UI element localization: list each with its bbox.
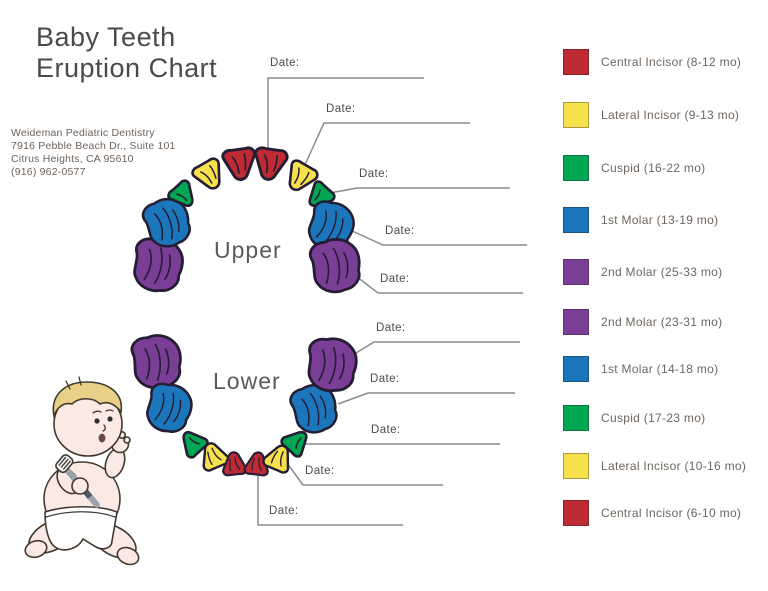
legend-item-lower-second-molar: 2nd Molar (23-31 mo) bbox=[563, 308, 722, 336]
legend-item-upper-second-molar: 2nd Molar (25-33 mo) bbox=[563, 258, 722, 286]
tooth-upper-right-central-incisor bbox=[250, 145, 290, 184]
date-line-lower-lateral-incisor bbox=[286, 462, 443, 486]
page-title: Baby Teeth Eruption Chart bbox=[36, 22, 217, 84]
legend-item-lower-first-molar: 1st Molar (14-18 mo) bbox=[563, 355, 718, 383]
baby-diaper bbox=[44, 506, 118, 551]
date-line-lower-first-molar bbox=[337, 392, 515, 405]
legend-swatch bbox=[563, 405, 589, 431]
date-line-lower-second-molar bbox=[347, 341, 520, 359]
title-line-2: Eruption Chart bbox=[36, 53, 218, 83]
date-line-upper-central-incisor bbox=[267, 77, 424, 150]
date-field-lower-cuspid: Date: bbox=[371, 424, 401, 436]
legend-swatch bbox=[563, 155, 589, 181]
legend-swatch bbox=[563, 356, 589, 382]
baby-gripping-hand bbox=[71, 477, 89, 495]
legend-label: 2nd Molar (23-31 mo) bbox=[601, 315, 723, 329]
clinic-city: Citrus Heights, CA 95610 bbox=[11, 153, 134, 165]
tooth-upper-left-lateral-incisor bbox=[189, 155, 231, 196]
lower-arch bbox=[129, 332, 360, 477]
legend-label: Central Incisor (6-10 mo) bbox=[601, 506, 742, 520]
legend-swatch bbox=[563, 207, 589, 233]
legend-label: Lateral Incisor (9-13 mo) bbox=[601, 108, 740, 122]
legend-item-lower-lateral-incisor: Lateral Incisor (10-16 mo) bbox=[563, 452, 746, 480]
title-line-1: Baby Teeth bbox=[36, 22, 176, 52]
legend-swatch bbox=[563, 259, 589, 285]
date-field-lower-first-molar: Date: bbox=[370, 373, 400, 385]
legend-item-lower-cuspid: Cuspid (17-23 mo) bbox=[563, 404, 705, 432]
date-line-lower-central-incisor bbox=[257, 472, 403, 526]
lower-arch-label: Lower bbox=[213, 368, 281, 394]
legend-swatch bbox=[563, 309, 589, 335]
legend-item-upper-first-molar: 1st Molar (13-19 mo) bbox=[563, 206, 718, 234]
baby-illustration bbox=[24, 376, 140, 566]
tooth-lower-left-second-molar bbox=[129, 332, 185, 392]
date-lines bbox=[257, 77, 527, 526]
date-field-upper-first-molar: Date: bbox=[385, 225, 415, 237]
legend-item-upper-cuspid: Cuspid (16-22 mo) bbox=[563, 154, 705, 182]
legend-label: Lateral Incisor (10-16 mo) bbox=[601, 459, 747, 473]
clinic-info: Weideman Pediatric Dentistry 7916 Pebble… bbox=[11, 127, 176, 179]
legend-swatch bbox=[563, 453, 589, 479]
date-field-lower-lateral-incisor: Date: bbox=[305, 465, 335, 477]
date-field-upper-central-incisor: Date: bbox=[270, 57, 300, 69]
date-field-upper-second-molar: Date: bbox=[380, 273, 410, 285]
legend-label: Cuspid (16-22 mo) bbox=[601, 161, 706, 175]
legend-swatch bbox=[563, 500, 589, 526]
legend-label: Central Incisor (8-12 mo) bbox=[601, 55, 742, 69]
legend-item-lower-central-incisor: Central Incisor (6-10 mo) bbox=[563, 499, 741, 527]
date-line-upper-second-molar bbox=[351, 272, 523, 294]
date-field-upper-lateral-incisor: Date: bbox=[326, 103, 356, 115]
tooth-lower-right-second-molar bbox=[304, 335, 360, 395]
clinic-phone: (916) 962-0577 bbox=[11, 166, 86, 178]
date-field-lower-central-incisor: Date: bbox=[269, 505, 299, 517]
tooth-upper-right-second-molar bbox=[307, 235, 365, 297]
legend-swatch bbox=[563, 49, 589, 75]
tooth-upper-left-central-incisor bbox=[220, 145, 260, 184]
legend-label: 1st Molar (14-18 mo) bbox=[601, 362, 719, 376]
baby-head bbox=[52, 376, 123, 457]
clinic-address: 7916 Pebble Beach Dr., Suite 101 bbox=[11, 140, 176, 152]
date-line-upper-cuspid bbox=[329, 187, 510, 194]
date-line-upper-lateral-incisor bbox=[302, 122, 470, 170]
legend-item-upper-central-incisor: Central Incisor (8-12 mo) bbox=[563, 48, 741, 76]
clinic-name: Weideman Pediatric Dentistry bbox=[11, 127, 155, 139]
date-field-lower-second-molar: Date: bbox=[376, 322, 406, 334]
legend-label: 1st Molar (13-19 mo) bbox=[601, 213, 719, 227]
legend-label: Cuspid (17-23 mo) bbox=[601, 411, 706, 425]
date-field-upper-cuspid: Date: bbox=[359, 168, 389, 180]
legend-item-upper-lateral-incisor: Lateral Incisor (9-13 mo) bbox=[563, 101, 739, 129]
upper-arch-label: Upper bbox=[214, 237, 282, 263]
legend-label: 2nd Molar (25-33 mo) bbox=[601, 265, 723, 279]
date-line-upper-first-molar bbox=[349, 229, 527, 246]
legend-swatch bbox=[563, 102, 589, 128]
